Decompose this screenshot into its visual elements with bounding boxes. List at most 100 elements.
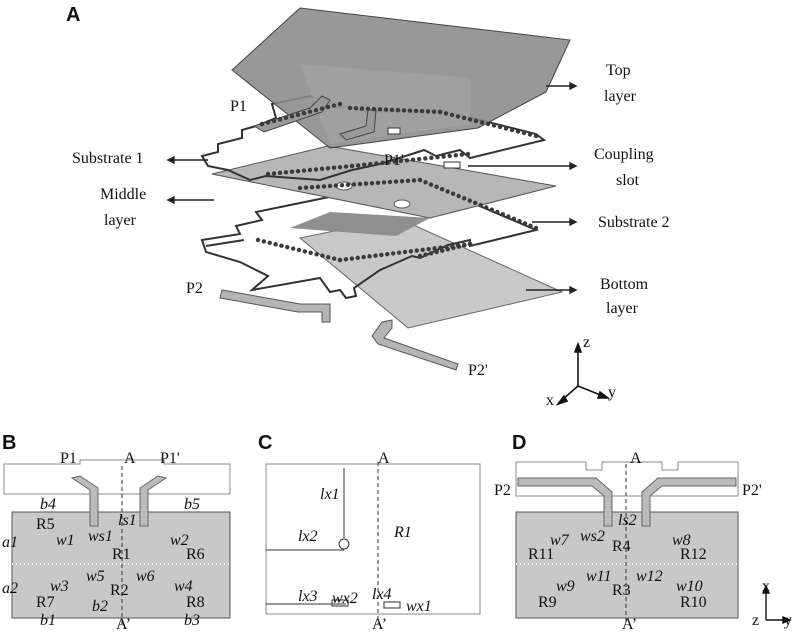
- via-dot: [423, 180, 428, 185]
- via-dot: [533, 133, 539, 139]
- label-top-layer-2: layer: [604, 88, 636, 105]
- via-dot: [428, 251, 434, 256]
- via-dot: [467, 198, 472, 203]
- panel-b-section-a: A: [124, 450, 136, 467]
- via-dot: [509, 127, 515, 133]
- via-dot: [362, 162, 367, 167]
- via-dot: [271, 171, 277, 176]
- panel-d-section-a: A: [630, 450, 642, 467]
- via-dot: [533, 225, 539, 231]
- via-dot: [426, 246, 431, 252]
- via-dot: [361, 254, 366, 260]
- via-dot: [484, 205, 489, 210]
- resonator-r6: R6: [186, 546, 205, 563]
- via-dot: [319, 106, 325, 111]
- resonator-r3: R3: [612, 582, 631, 599]
- via-dot: [339, 183, 345, 188]
- via-dot: [327, 183, 333, 189]
- via-dot: [307, 167, 313, 173]
- via-dot: [343, 257, 349, 262]
- via-dot: [420, 247, 425, 253]
- via-dot: [313, 107, 319, 113]
- bottom-feed-p2: [219, 289, 331, 323]
- via-dot: [295, 168, 301, 174]
- via-dot: [390, 251, 396, 256]
- via-dot: [289, 169, 295, 174]
- panel-d-letter: D: [512, 432, 527, 454]
- axis-z-label: z: [583, 334, 591, 351]
- dim-ws2: ws2: [580, 528, 605, 545]
- via-dot: [414, 248, 420, 253]
- via-dot: [485, 121, 491, 127]
- label-middle-layer-1: Middle: [100, 186, 147, 203]
- via-dot: [386, 160, 391, 165]
- panel-b-section-ap: A’: [116, 616, 132, 633]
- via-dot: [522, 221, 528, 226]
- via-dot: [473, 118, 479, 124]
- via-dot: [453, 153, 458, 158]
- via-dot: [416, 156, 422, 162]
- via-dot: [491, 123, 497, 128]
- via-dot: [437, 109, 443, 115]
- dim-lx3: lx3: [298, 588, 318, 605]
- axis-y-label: y: [608, 384, 616, 401]
- substrate2-outline: [200, 174, 540, 300]
- via-dot: [301, 168, 307, 173]
- via-dot: [511, 216, 517, 222]
- panel-d-axes: [761, 584, 792, 625]
- via-dot: [467, 117, 473, 122]
- panel-c-section-a: A: [378, 450, 390, 467]
- via-dot: [296, 247, 302, 253]
- resonator-r9: R9: [538, 594, 557, 611]
- dim-w12: w12: [636, 568, 663, 585]
- panel-a-axes: [555, 341, 611, 406]
- panel-b-top-view: [3, 459, 231, 624]
- dim-wx2: wx2: [332, 590, 358, 607]
- via-dot: [387, 179, 393, 185]
- dim-w3: w3: [50, 578, 69, 595]
- via-dot: [365, 106, 371, 112]
- via-dot: [349, 163, 355, 169]
- dim-w10: w10: [676, 578, 703, 595]
- via-dot: [410, 157, 416, 162]
- via-dot: [395, 107, 401, 113]
- via-dot: [313, 167, 319, 172]
- panel-d-feed-1: [517, 477, 613, 527]
- via-dot: [295, 112, 301, 117]
- resonator-r1: R1: [112, 546, 131, 563]
- via-dot: [389, 107, 395, 113]
- via-rows: [255, 101, 539, 263]
- via-dot: [517, 218, 522, 224]
- resonator-r11: R11: [528, 546, 555, 563]
- via-dot: [432, 246, 437, 251]
- via-dot: [301, 111, 307, 116]
- resonator-r5: R5: [36, 516, 55, 533]
- panel-d-bottom-view: [515, 461, 739, 624]
- panel-c-slot-2: [383, 601, 401, 609]
- panel-d-section-ap: A’: [622, 616, 638, 633]
- via-dot: [351, 182, 357, 187]
- via-dot: [357, 181, 363, 187]
- via-dot: [285, 244, 290, 250]
- panel-b-outline: [3, 459, 231, 495]
- axis-x-label: x: [546, 392, 554, 409]
- panel-d-axis-y: y: [784, 612, 792, 629]
- via-dot: [377, 107, 383, 112]
- panel-d-port-p2: P2: [494, 482, 511, 499]
- dim-w6: w6: [136, 568, 155, 585]
- dim-b2: b2: [92, 598, 108, 615]
- via-dot: [367, 254, 372, 259]
- bottom-feed-p2p: [371, 319, 459, 371]
- via-dot: [417, 177, 423, 183]
- via-dot: [337, 101, 343, 107]
- via-dot: [465, 151, 471, 157]
- via-dot: [528, 223, 533, 228]
- via-dot: [371, 106, 377, 112]
- dim-w8: w8: [672, 532, 691, 549]
- resonator-r7: R7: [36, 594, 55, 611]
- via-dot: [255, 237, 261, 243]
- dim-w4: w4: [174, 578, 193, 595]
- via-dot: [331, 165, 337, 170]
- via-dot: [404, 158, 410, 163]
- via-dot: [314, 252, 319, 257]
